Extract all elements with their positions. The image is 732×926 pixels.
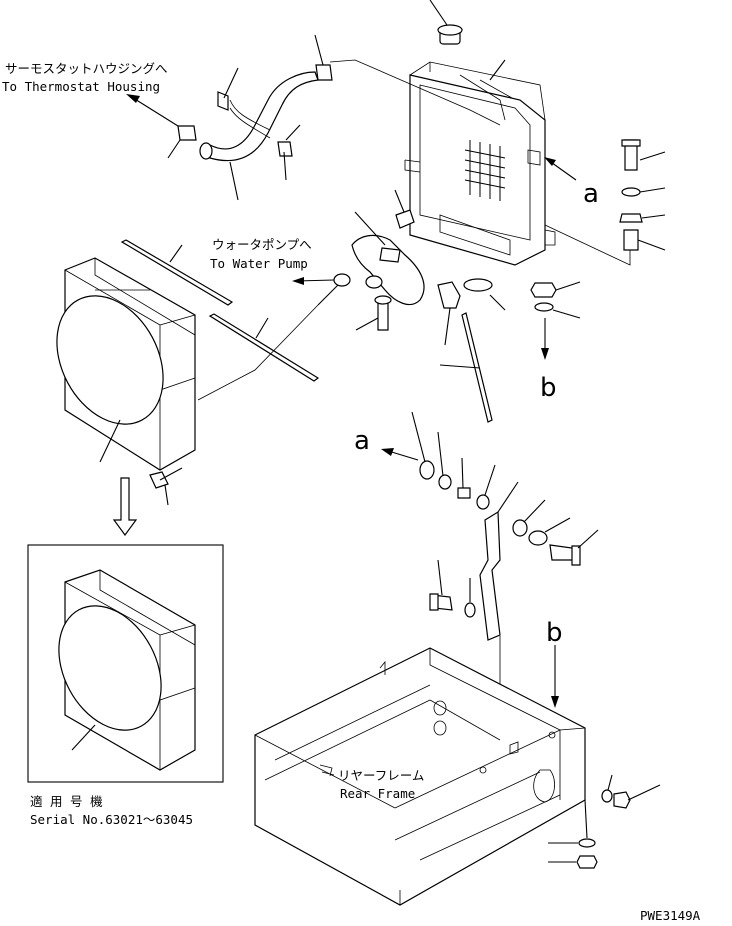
- radiator-core-grid: [464, 140, 506, 201]
- arrow-icon: [126, 94, 140, 103]
- ref-a-mid: a: [354, 426, 370, 456]
- ref-a-top: a: [583, 179, 599, 209]
- waterpump-label-jp: ウォータポンプへ: [212, 237, 312, 252]
- lower-hose: [333, 209, 493, 331]
- arrow-icon: [544, 157, 556, 166]
- drawing-code: PWE3149A: [640, 908, 701, 923]
- ref-b-top: b: [540, 373, 557, 403]
- serial-label-en: Serial No.63021～63045: [30, 812, 193, 827]
- down-arrow-icon: [112, 477, 138, 537]
- rear-frame: [254, 647, 586, 906]
- rear-frame-label-en: Rear Frame: [340, 786, 415, 801]
- arrow-icon: [292, 277, 304, 285]
- waterpump-label-en: To Water Pump: [210, 256, 308, 271]
- arrow-icon: [381, 448, 394, 456]
- down-arrow-icon: [551, 696, 559, 708]
- fastener-stack-right: [619, 139, 643, 251]
- serial-inset: [27, 544, 224, 783]
- serial-label-jp: 適 用 号 機: [30, 794, 103, 809]
- ref-b-low: b: [546, 618, 563, 648]
- radiator: [404, 24, 556, 266]
- rear-frame-label-jp: リヤーフレーム: [338, 768, 424, 783]
- down-arrow-icon: [541, 348, 549, 360]
- thermostat-label-en: To Thermostat Housing: [2, 79, 160, 94]
- fan-shroud-variant: [58, 569, 196, 771]
- fan-shroud: [56, 257, 196, 471]
- upper-hose: [177, 64, 333, 162]
- thermostat-label-jp: サーモスタットハウジングへ: [5, 61, 168, 76]
